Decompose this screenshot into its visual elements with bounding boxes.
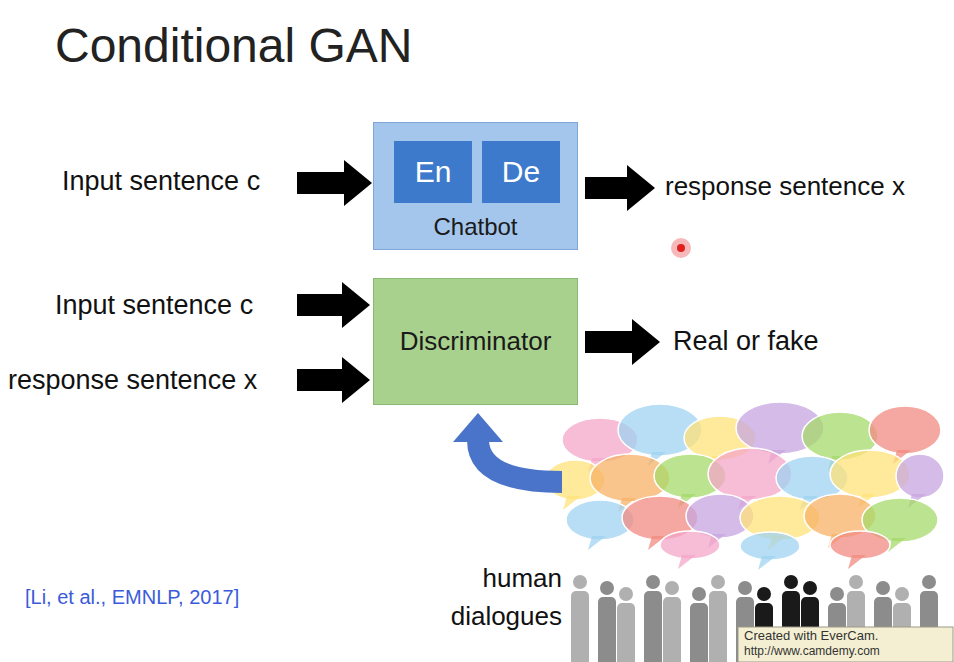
curved-arrow-shaft (478, 440, 562, 482)
pointer-dot (671, 238, 691, 258)
encoder-box: En (394, 141, 472, 203)
pointer-halo (671, 238, 691, 258)
person-head (895, 587, 909, 601)
curved-arrow (453, 413, 562, 482)
person-head (573, 575, 587, 589)
pointer-center (677, 244, 685, 252)
person-head (830, 587, 844, 601)
discriminator-box: Discriminator (373, 278, 578, 405)
curved-arrow-head (453, 413, 503, 442)
bubble-tail (848, 555, 866, 569)
person-head (922, 575, 936, 589)
speech-bubble (740, 532, 800, 560)
input-label: Input sentence c (55, 290, 253, 321)
speech-bubble (896, 454, 944, 498)
block-arrow (585, 319, 660, 365)
person-head (738, 581, 752, 595)
input-label: response sentence x (8, 365, 257, 396)
model-box: En DeChatbot (373, 122, 578, 250)
person-body (663, 597, 681, 662)
speech-bubble (660, 531, 720, 559)
person-head (619, 587, 633, 601)
block-arrow (297, 357, 370, 403)
watermark: Created with EverCam. (744, 629, 878, 644)
speech-bubble (869, 406, 941, 454)
person-head (757, 587, 771, 601)
person-head (646, 575, 660, 589)
node-label: De (502, 155, 540, 189)
block-arrow (585, 165, 655, 211)
input-label: Input sentence c (62, 166, 260, 197)
person-body (644, 591, 662, 662)
person-body (571, 591, 589, 662)
bubble-tail (758, 556, 776, 570)
person-head (803, 581, 817, 595)
slide-title: Conditional GAN (55, 18, 413, 73)
speech-bubble (830, 531, 890, 559)
person-body (617, 603, 635, 662)
person-head (711, 575, 725, 589)
person-head (692, 587, 706, 601)
block-arrow (297, 160, 372, 206)
output-label: response sentence x (665, 172, 905, 202)
output-label: Real or fake (673, 326, 819, 357)
watermark-box (738, 627, 953, 662)
decoder-box: De (482, 141, 560, 203)
person-body (690, 603, 708, 662)
node-label: Chatbot (433, 213, 517, 241)
person-body (598, 597, 616, 662)
person-head (600, 581, 614, 595)
bubble-tail (678, 555, 696, 569)
bubble-tail (588, 536, 606, 550)
watermark-url: http://www.camdemy.com (744, 645, 880, 659)
node-label: En (415, 155, 452, 189)
person-head (665, 581, 679, 595)
person-body (709, 591, 727, 662)
citation: [Li, et al., EMNLP, 2017] (25, 586, 239, 609)
speech-bubbles (545, 402, 944, 570)
person-head (784, 575, 798, 589)
data-source-label: human dialogues (422, 560, 562, 635)
node-label: Discriminator (400, 326, 552, 357)
block-arrow (297, 282, 370, 328)
person-head (876, 581, 890, 595)
person-head (849, 575, 863, 589)
